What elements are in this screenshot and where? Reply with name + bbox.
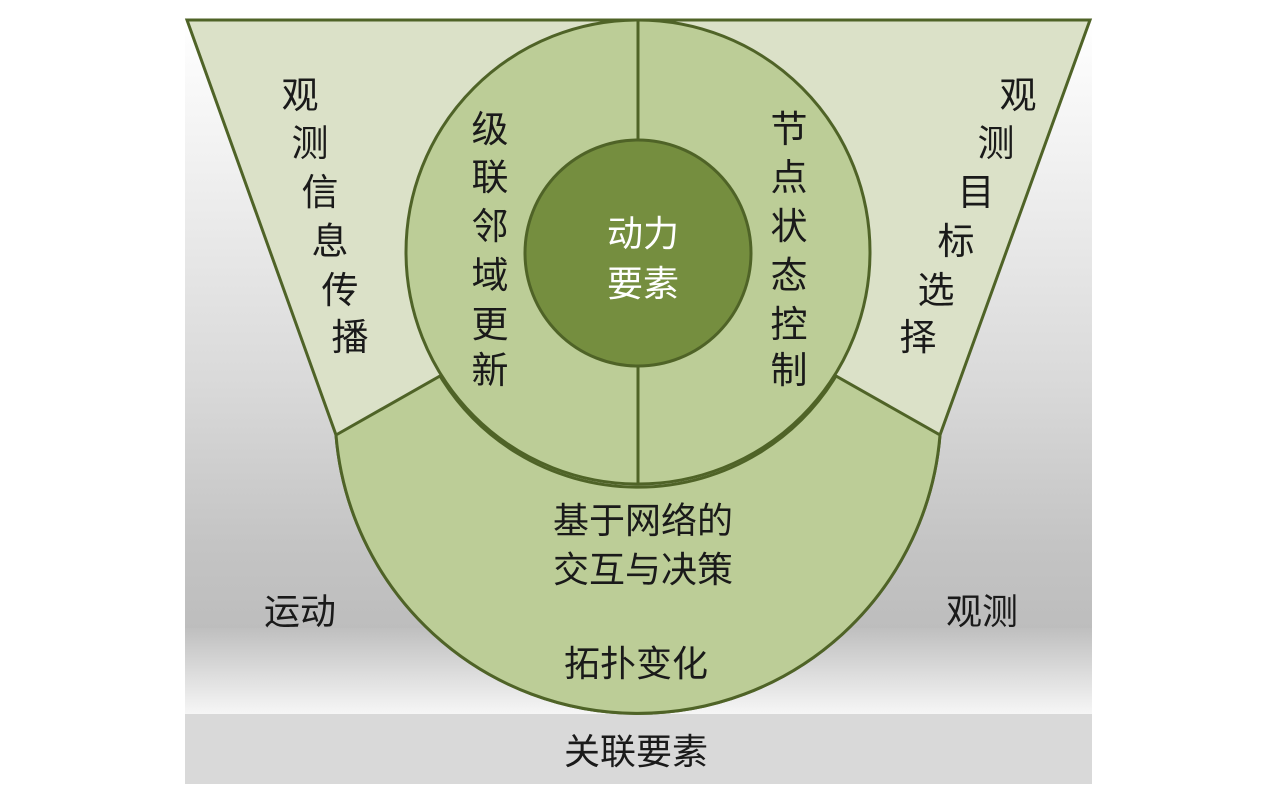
right-outer-char: 选	[918, 269, 955, 312]
left-ring-char: 级	[472, 108, 509, 151]
bottom-ring-segment	[334, 373, 942, 715]
left-outer-char: 测	[292, 122, 329, 165]
observe-label: 观测	[946, 592, 1018, 633]
base-band	[185, 714, 1092, 784]
left-outer-char: 播	[332, 316, 369, 359]
left-ring-char: 新	[472, 349, 509, 392]
bottom-ring-label-line2: 交互与决策	[553, 550, 733, 591]
left-outer-char: 信	[302, 171, 339, 214]
topology-label: 拓扑变化	[564, 644, 708, 685]
right-ring-char: 制	[771, 349, 808, 392]
left-outer-char: 观	[282, 74, 319, 117]
right-outer-char: 择	[900, 316, 937, 359]
right-ring-char: 节	[771, 108, 808, 151]
core-label-line1: 动力	[607, 214, 679, 255]
left-ring-char: 邻	[472, 205, 509, 248]
core-label-line2: 要素	[607, 264, 679, 305]
right-outer-char: 测	[978, 122, 1015, 165]
right-outer-char: 标	[938, 220, 975, 263]
left-outer-char: 息	[312, 220, 349, 263]
right-outer-char: 观	[1000, 74, 1037, 117]
bottom-ring-label-line1: 基于网络的	[553, 501, 733, 542]
right-ring-char: 态	[771, 254, 808, 297]
left-ring-char: 域	[472, 254, 509, 297]
left-ring-char: 联	[472, 156, 509, 199]
base-label: 关联要素	[564, 732, 708, 773]
right-ring-char: 点	[771, 156, 808, 199]
left-ring-char: 更	[472, 303, 509, 346]
right-ring-char: 控	[771, 303, 808, 346]
right-outer-char: 目	[958, 171, 995, 214]
right-ring-char: 状	[771, 205, 808, 248]
left-outer-char: 传	[322, 269, 359, 312]
motion-label: 运动	[264, 592, 336, 633]
core-circle	[523, 138, 753, 368]
